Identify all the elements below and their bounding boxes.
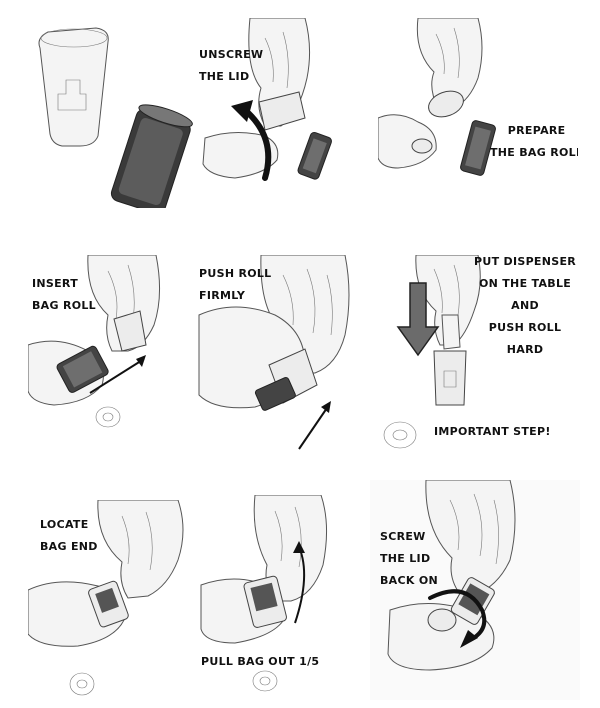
step-4-panel: INSERT BAG ROLL [28, 255, 198, 455]
prepare-roll-illustration [378, 18, 496, 176]
bag-roll [254, 377, 296, 411]
curved-arrow-screw [428, 589, 487, 642]
arrowhead-push [321, 401, 331, 413]
lid [383, 421, 417, 449]
dispenser-standing [433, 350, 467, 406]
step-8-panel: PULL BAG OUT 1/5 [195, 495, 385, 700]
step-5-panel: PUSH ROLL FIRMLY [195, 255, 385, 455]
step-6-label: PUT DISPENSER ON THE TABLE AND PUSH ROLL… [474, 255, 577, 356]
arrowhead-pull [293, 541, 305, 553]
dispenser-body [38, 27, 109, 147]
lid [427, 608, 457, 632]
locate-bag-end-illustration [28, 500, 184, 696]
lid [95, 406, 121, 428]
step-4-label: INSERT BAG ROLL [32, 277, 96, 312]
screw-lid-illustration [387, 480, 516, 671]
lid-held [258, 91, 306, 131]
arrow-push [298, 404, 330, 450]
dispenser-top [40, 28, 108, 48]
big-down-arrow [396, 282, 440, 357]
lid [69, 672, 95, 696]
step-9-label: SCREW THE LID BACK ON [380, 530, 438, 587]
hand-top [97, 500, 184, 599]
bag-roll-small [297, 131, 332, 180]
arrowhead-insert [136, 355, 146, 367]
step-3-label: PREPARE THE BAG ROLL [490, 124, 578, 159]
step-1-panel [28, 18, 198, 208]
hand-top [425, 480, 516, 595]
pull-bag-illustration [200, 495, 328, 692]
step-5-label: PUSH ROLL FIRMLY [199, 267, 272, 302]
dispenser-tilted [428, 90, 464, 118]
lid [252, 670, 278, 692]
lid [411, 138, 433, 154]
important-step-note: IMPORTANT STEP! [434, 425, 551, 438]
step-2-panel: UNSCREW THE LID [195, 18, 385, 208]
bag-roll [110, 104, 193, 208]
step-7-label: LOCATE BAG END [40, 518, 98, 553]
arrowhead-unscrew [231, 100, 253, 122]
step-9-panel: SCREW THE LID BACK ON [370, 480, 580, 700]
unscrew-illustration [202, 18, 332, 181]
step-6-panel: PUT DISPENSER ON THE TABLE AND PUSH ROLL… [378, 255, 588, 465]
push-roll-illustration [198, 255, 350, 450]
step-7-panel: LOCATE BAG END [28, 500, 198, 700]
hand-left [378, 114, 437, 169]
finger-pressing [441, 314, 461, 350]
arrow-insert [89, 358, 145, 394]
dispenser-with-roll [88, 580, 129, 628]
curved-arrow-unscrew [242, 107, 272, 181]
bag-roll [460, 120, 496, 176]
hand-bottom [202, 132, 279, 179]
step-8-label: PULL BAG OUT 1/5 [201, 655, 320, 668]
dispenser-with-bag [243, 575, 287, 628]
step-2-label: UNSCREW THE LID [199, 48, 264, 83]
dispenser-and-roll-illustration [38, 27, 193, 208]
push-hard-illustration [383, 255, 481, 449]
insert-roll-illustration [28, 255, 161, 428]
bag-roll [56, 345, 109, 393]
dispenser-held [113, 310, 147, 352]
dispenser-slot [57, 79, 87, 111]
arrowhead-screw [460, 630, 478, 648]
hand-top [253, 495, 328, 602]
step-3-panel: PREPARE THE BAG ROLL [378, 18, 578, 208]
